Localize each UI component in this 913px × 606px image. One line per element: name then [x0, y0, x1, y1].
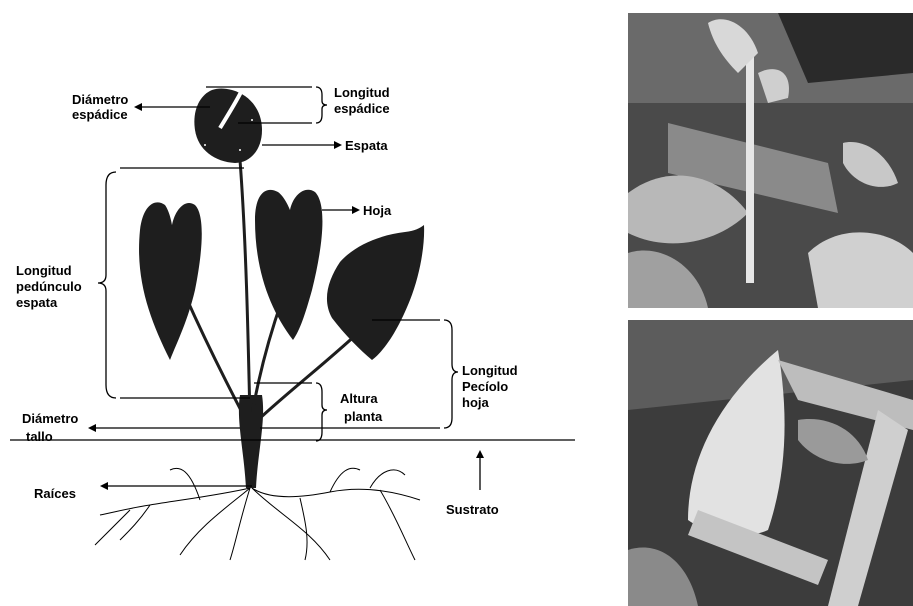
petiole-middle — [252, 300, 282, 415]
roots — [95, 468, 420, 560]
photo-measuring-plant-height — [628, 13, 913, 308]
label-hoja: Hoja — [363, 203, 392, 218]
label-sustrato: Sustrato — [446, 502, 499, 517]
spathe — [194, 89, 262, 164]
label-diametro-tallo: Diámetro tallo — [22, 411, 82, 444]
label-espata: Espata — [345, 138, 388, 153]
photo-1-drawing — [628, 13, 913, 308]
label-longitud-peciolo: Longitud Pecíolo hoja — [462, 363, 521, 410]
photo-measuring-spathe — [628, 320, 913, 606]
leaf-left — [139, 202, 202, 360]
peduncle — [240, 160, 250, 420]
photo-2-drawing — [628, 320, 913, 606]
labels: Diámetro espádice Longitud espádice Espa… — [16, 85, 521, 517]
label-longitud-pedunculo: Longitud pedúnculo espata — [16, 263, 85, 310]
label-altura-planta: Altura planta — [340, 391, 383, 424]
leaf-middle — [255, 190, 322, 340]
leaf-right — [327, 225, 424, 360]
plant-illustration — [95, 89, 424, 561]
label-longitud-espadice: Longitud espádice — [334, 85, 393, 116]
label-raices: Raíces — [34, 486, 76, 501]
label-diametro-espadice: Diámetro espádice — [72, 92, 132, 122]
petiole-left — [185, 295, 246, 420]
